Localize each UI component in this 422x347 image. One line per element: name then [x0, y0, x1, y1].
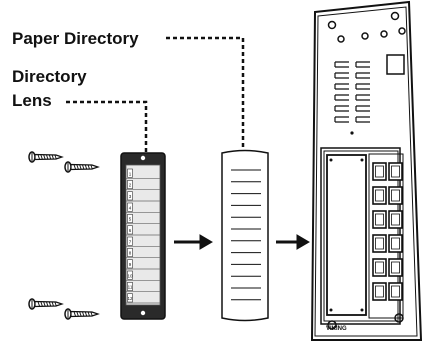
paper-directory: [221, 149, 269, 322]
camera-window: [386, 54, 405, 75]
panel-call-button-face: [391, 237, 400, 250]
paper-directory-lines: [231, 169, 261, 301]
lens-slot-number: 12: [127, 296, 133, 301]
paper-directory-label: Paper Directory: [12, 29, 139, 48]
panel-hole-2: [361, 32, 369, 40]
panel-call-button-face: [375, 285, 384, 298]
panel-call-button: [372, 234, 387, 253]
panel-call-button: [388, 162, 403, 181]
panel-hole-1: [337, 35, 345, 43]
lens-slot-number: 10: [127, 273, 133, 278]
panel-call-button: [388, 258, 403, 277]
lens-slot-tab: [127, 191, 133, 201]
panel-buttons: [372, 162, 403, 301]
speaker-slot: [334, 83, 349, 90]
speaker-slot: [355, 94, 370, 101]
panel-screw-bottom-left: [327, 320, 337, 330]
lens-slot-tab: [127, 236, 133, 246]
speaker-slot: [334, 61, 349, 68]
panel-call-button-face: [391, 189, 400, 202]
directory-window: [326, 154, 367, 316]
lens-slot-tab: [127, 293, 133, 303]
intercom-panel: VIKING: [310, 0, 422, 341]
lens-slot-tab: [127, 270, 133, 280]
speaker-slot: [355, 83, 370, 90]
screws-group: [28, 151, 100, 320]
speaker-grille: [334, 61, 370, 123]
directory-lens-label-line1: Directory: [12, 67, 87, 86]
panel-call-button-face: [391, 285, 400, 298]
panel-screw-top-left: [327, 20, 337, 30]
lens-slot-tab: [127, 180, 133, 189]
panel-screw-bottom-right: [394, 313, 404, 323]
lens-slot-number: 2: [129, 183, 132, 188]
lens-slot-number: 6: [129, 228, 132, 233]
panel-call-button: [388, 186, 403, 205]
lens-slot-tab: [127, 259, 133, 269]
lens-slot-number: 8: [129, 251, 132, 256]
screw-icon: [28, 151, 64, 163]
panel-call-button: [372, 282, 387, 301]
lens-slot-number: 11: [128, 285, 133, 290]
microphone-hole: [350, 131, 354, 135]
panel-hole-3: [380, 30, 388, 38]
lens-slot-tab: [127, 248, 133, 257]
speaker-slot: [355, 116, 370, 123]
screw-icon: [28, 298, 64, 310]
panel-call-button: [372, 186, 387, 205]
lens-slot-number: 4: [129, 205, 132, 210]
panel-call-button-face: [375, 261, 384, 274]
arrow-1: [174, 234, 213, 250]
lens-slot-tab: [127, 225, 133, 235]
lens-slot-number: 1: [129, 171, 132, 176]
panel-call-button-face: [391, 165, 400, 178]
directory-lens-label-line2: Lens: [12, 91, 52, 110]
panel-call-button: [372, 258, 387, 277]
speaker-slot: [334, 72, 349, 79]
panel-call-button: [388, 234, 403, 253]
paper-directory-leader: [166, 36, 245, 150]
screw-icon: [64, 161, 100, 173]
lens-screw-hole-top: [140, 155, 146, 161]
lens-slot-number: 7: [129, 239, 132, 244]
panel-call-button: [372, 162, 387, 181]
panel-screw-top-right: [390, 11, 400, 21]
speaker-slot: [334, 94, 349, 101]
speaker-slot: [355, 105, 370, 112]
arrow-2: [276, 234, 310, 250]
panel-call-button-face: [375, 165, 384, 178]
lens-slot-tab: [127, 202, 133, 212]
speaker-slot: [334, 105, 349, 112]
speaker-slot: [355, 61, 370, 68]
speaker-slot: [355, 72, 370, 79]
lens-slot-tab: [127, 282, 133, 291]
speaker-slot: [334, 116, 349, 123]
panel-call-button-face: [375, 237, 384, 250]
lens-slot-tab: [127, 168, 133, 178]
panel-call-button-face: [391, 213, 400, 226]
directory-lens-leader: [66, 100, 148, 152]
lens-slot-number: 5: [129, 217, 132, 222]
lens-screw-hole-bottom: [140, 310, 146, 316]
panel-call-button: [388, 210, 403, 229]
panel-call-button-face: [375, 213, 384, 226]
panel-call-button: [372, 210, 387, 229]
brand-logo: VIKING: [326, 326, 347, 332]
lens-slot-number: 9: [129, 262, 132, 267]
panel-call-button: [388, 282, 403, 301]
panel-hole-4: [398, 27, 406, 35]
lens-slot-number: 3: [129, 194, 132, 199]
lens-slot-tab: [127, 214, 133, 223]
panel-call-button-face: [391, 261, 400, 274]
screw-icon: [64, 308, 100, 320]
panel-call-button-face: [375, 189, 384, 202]
